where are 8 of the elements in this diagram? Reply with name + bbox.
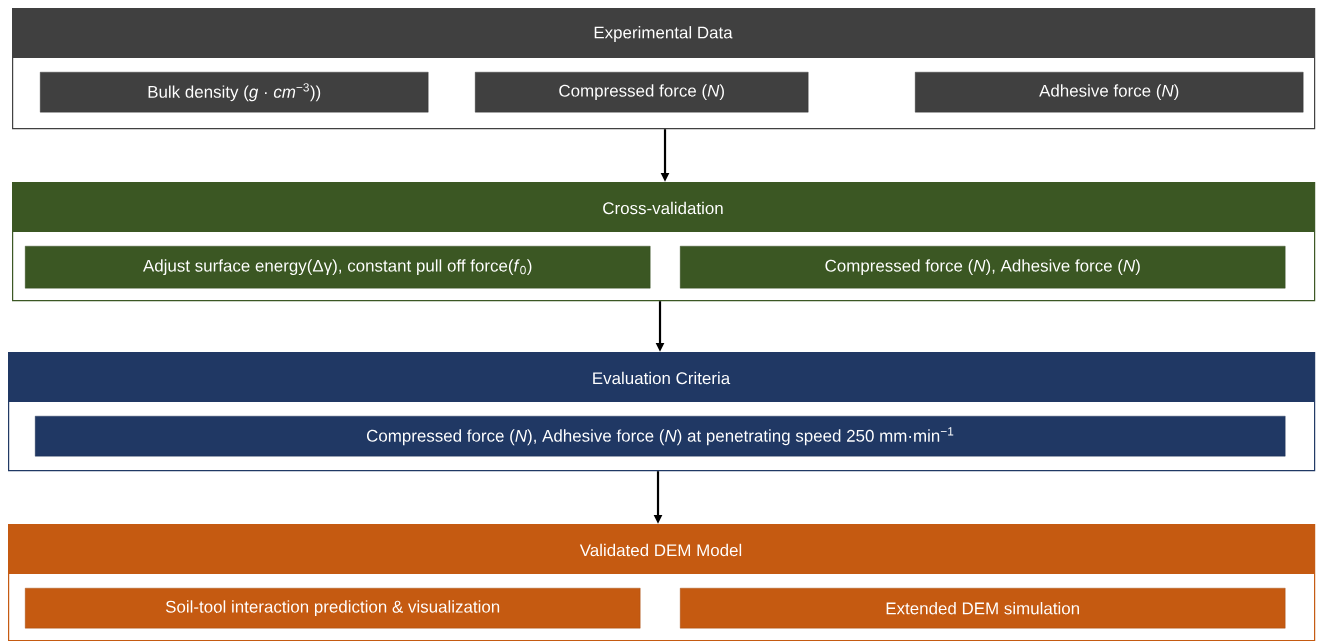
item-box: Compressed force (N), Adhesive force (N) — [680, 246, 1286, 289]
item-box: Adjust surface energy(Δγ), constant pull off force(f$_{0}$) — [25, 246, 651, 289]
item-box: Bulk density (g · cm$^{−3}$)) — [40, 72, 429, 113]
item-box: Compressed force (N) — [475, 72, 809, 113]
item-box: Compressed force (N), Adhesive force (N) at penetrating speed 250 mm·min$^{−1}$ — [35, 416, 1286, 457]
item-box: Adhesive force (N) — [915, 72, 1304, 113]
item-box: Soil-tool interaction prediction & visualization — [25, 587, 641, 629]
item-box: Extended DEM simulation — [680, 587, 1286, 629]
